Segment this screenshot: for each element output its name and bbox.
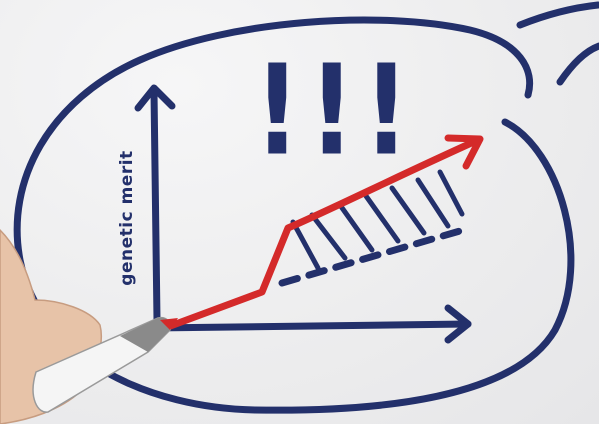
- exclamation-marks: !!!: [254, 50, 418, 174]
- motion-stroke-1: [520, 5, 598, 25]
- y-axis-label: genetic merit: [117, 150, 137, 285]
- y-axis: [154, 92, 157, 320]
- motion-stroke-2: [560, 46, 599, 82]
- x-axis: [152, 324, 468, 328]
